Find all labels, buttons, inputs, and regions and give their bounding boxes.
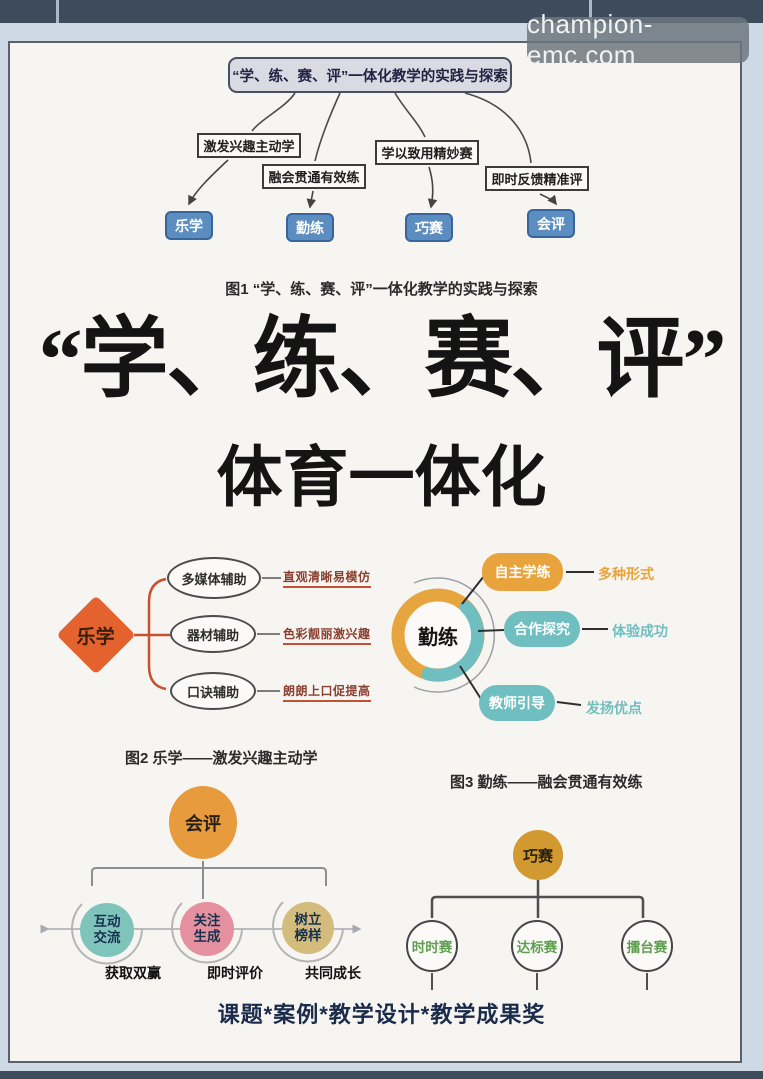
figure4-branch-circle: 关注 生成 <box>180 902 234 956</box>
figure5-branch-circle: 时时赛 <box>406 920 458 972</box>
figure4-branch-line1: 互动 <box>93 913 121 929</box>
footer-text: 课题*案例*教学设计*教学成果奖 <box>217 1002 546 1027</box>
figure2-branch-node: 口诀辅助 <box>170 672 256 710</box>
figure3-branch-note: 发扬优点 <box>586 700 642 716</box>
figure4-branch-line2: 交流 <box>93 930 121 945</box>
figure4-branch-line1: 树立 <box>294 911 322 927</box>
headline-line1: “学、练、赛、评” <box>38 312 726 409</box>
figure5-root-circle: 巧赛 <box>513 830 563 880</box>
band-divider-line <box>589 0 592 23</box>
figure2-branch-note: 直观清晰易模仿 <box>283 568 371 588</box>
figure2-branch-note: 色彩靓丽激兴趣 <box>283 625 371 645</box>
band-divider-line <box>56 0 59 23</box>
figure1-branch-label: 即时反馈精准评 <box>485 166 589 191</box>
figure1-title-box: “学、练、赛、评”一体化教学的实践与探索 <box>228 57 512 93</box>
figure1-node-huiping: 会评 <box>527 209 575 238</box>
figure4-branch-circle: 树立 榜样 <box>282 902 334 954</box>
figure3-caption: 图3 勤练——融会贯通有效练 <box>450 774 643 791</box>
figure1-node-qiaosai: 巧赛 <box>405 213 453 242</box>
figure4-branch-note: 获取双赢 <box>105 965 161 981</box>
figure4-branch-line2: 榜样 <box>294 928 322 943</box>
figure1-branch-label: 融会贯通有效练 <box>262 164 366 189</box>
bottom-band <box>0 1071 763 1079</box>
figure1-caption: 图1 “学、练、赛、评”一体化教学的实践与探索 <box>225 281 538 298</box>
headline-line2: 体育一体化 <box>216 442 547 515</box>
figure3-branch-note: 多种形式 <box>598 566 654 582</box>
watermark-badge: champion-emc.com <box>527 9 749 70</box>
figure2-branch-node: 多媒体辅助 <box>167 557 261 599</box>
figure1-title-text: “学、练、赛、评”一体化教学的实践与探索 <box>232 68 508 85</box>
figure3-branch-node: 自主学练 <box>482 553 563 591</box>
figure1-branch-label: 学以致用精妙赛 <box>375 140 479 165</box>
figure4-branch-note: 共同成长 <box>305 965 361 981</box>
figure5-branch-circle: 达标赛 <box>511 920 563 972</box>
figure4-root-circle: 会评 <box>169 786 237 859</box>
figure1-node-qinlian: 勤练 <box>286 213 334 242</box>
figure3-branch-node: 合作探究 <box>504 611 580 647</box>
figure2-root-label: 乐学 <box>76 626 116 648</box>
watermark-text: champion-emc.com <box>527 9 653 70</box>
figure2-caption: 图2 乐学——激发兴趣主动学 <box>125 750 318 767</box>
figure3-root-circle: 勤练 <box>405 602 471 668</box>
figure2-branch-note: 朗朗上口促提高 <box>283 682 371 702</box>
figure5-branch-circle: 擂台赛 <box>621 920 673 972</box>
figure1-node-lexue: 乐学 <box>165 211 213 240</box>
figure3-branch-note: 体验成功 <box>612 623 668 639</box>
figure4-branch-circle: 互动 交流 <box>80 903 134 957</box>
figure1-branch-label: 激发兴趣主动学 <box>197 133 301 158</box>
figure4-branch-line1: 关注 <box>193 912 221 928</box>
figure4-branch-note: 即时评价 <box>207 965 263 981</box>
figure3-branch-node: 教师引导 <box>479 685 555 721</box>
figure4-branch-line2: 生成 <box>193 929 221 944</box>
figure2-branch-node: 器材辅助 <box>170 615 256 653</box>
